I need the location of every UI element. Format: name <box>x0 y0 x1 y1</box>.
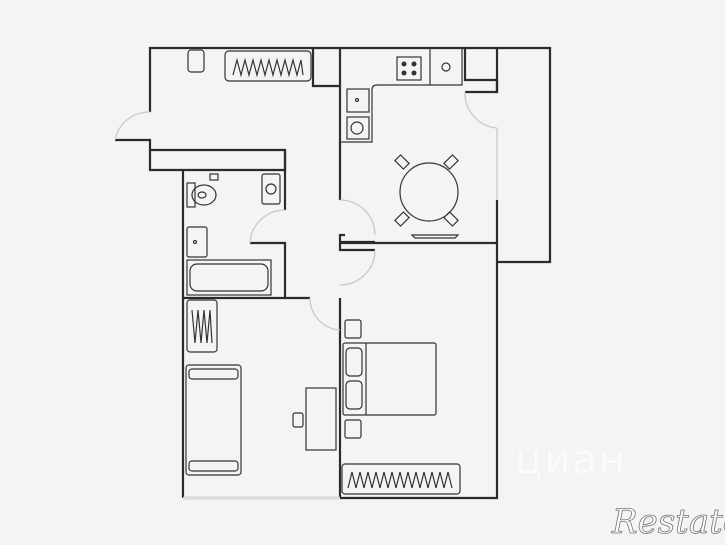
bathroom <box>186 173 281 296</box>
wardrobe-icon <box>186 299 218 353</box>
restate-watermark: Restate <box>612 502 725 543</box>
desk-icon <box>305 387 337 451</box>
wardrobe-icon <box>224 50 312 82</box>
nightstand-icon <box>344 419 362 439</box>
cian-watermark: циан <box>515 437 627 483</box>
bedroom <box>341 319 461 495</box>
walls <box>115 46 552 500</box>
kitchen <box>339 48 463 239</box>
door-arcs <box>114 91 498 331</box>
nightstand-icon <box>344 319 362 339</box>
wardrobe-icon <box>341 463 461 495</box>
sofa-icon <box>185 364 242 476</box>
washbasin-icon <box>186 226 208 258</box>
hall-furniture <box>187 49 312 82</box>
boiler-icon <box>261 173 281 205</box>
radiator-icon <box>410 234 460 239</box>
dining-table-icon <box>399 162 459 222</box>
shoe-rack-icon <box>187 49 205 73</box>
bathtub-icon <box>186 259 272 296</box>
fan-icon <box>441 62 451 72</box>
bed-icon <box>342 342 437 416</box>
toilet-icon <box>186 182 196 208</box>
chair-icon <box>292 412 304 428</box>
living-room <box>185 299 337 476</box>
sink-icon <box>346 88 370 113</box>
washer-icon <box>346 116 370 140</box>
stove-icon <box>396 56 422 81</box>
